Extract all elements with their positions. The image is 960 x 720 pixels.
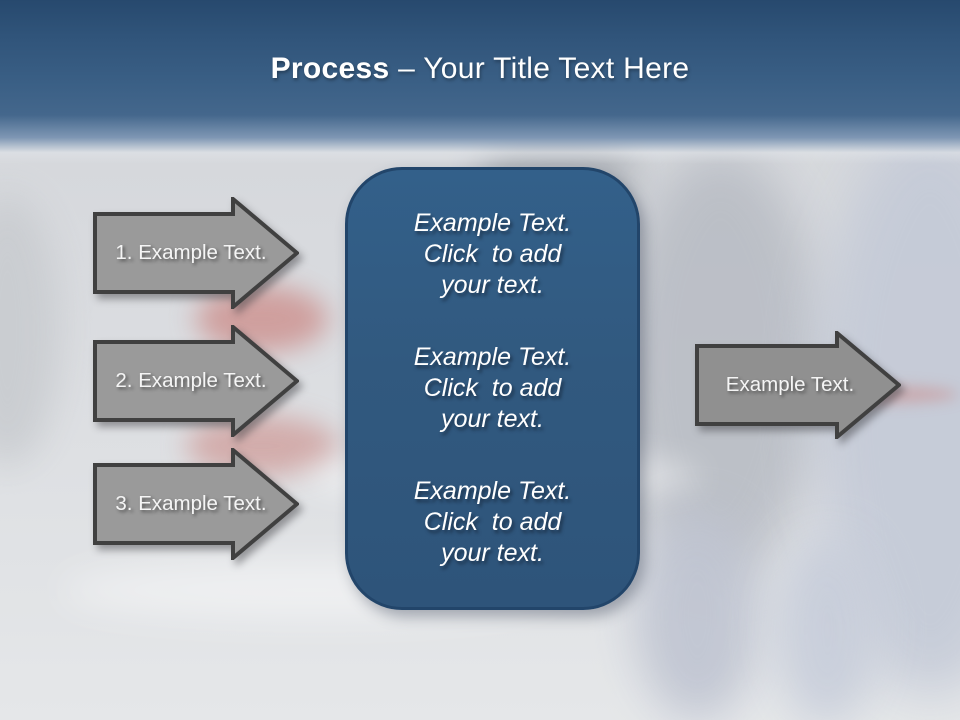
right-arrow-shape-icon xyxy=(93,325,299,437)
paragraph-line: Example Text. xyxy=(413,477,572,505)
process-arrow-1-label: 1. Example Text. xyxy=(115,241,267,264)
paragraph-line: your text. xyxy=(441,405,544,433)
slide-title-keyword: Process xyxy=(270,52,390,85)
paragraph-line: Example Text. xyxy=(413,343,572,371)
slide-title-rest: – Your Title Text Here xyxy=(398,52,690,85)
output-arrow-label: Example Text. xyxy=(725,373,855,396)
process-arrow-2-label: 2. Example Text. xyxy=(115,369,267,392)
output-arrow[interactable]: Example Text. xyxy=(695,331,901,439)
center-text-box[interactable]: Example Text. Click to add your text. Ex… xyxy=(345,167,640,610)
paragraph-line: Example Text. xyxy=(413,209,572,237)
bg-person-blur-leg-2 xyxy=(775,535,880,720)
process-arrow-2[interactable]: 2. Example Text. xyxy=(93,325,299,437)
process-arrow-1[interactable]: 1. Example Text. xyxy=(93,197,299,309)
process-arrow-3-label: 3. Example Text. xyxy=(115,492,267,515)
paragraph-line: Click to add xyxy=(423,508,562,536)
center-box-paragraph-1: Example Text. Click to add your text. xyxy=(348,208,637,301)
paragraph-line: your text. xyxy=(441,271,544,299)
slide-title[interactable]: Process – Your Title Text Here xyxy=(0,52,960,86)
paragraph-line: Click to add xyxy=(423,374,562,402)
bg-person-blur-leg-1 xyxy=(635,510,760,720)
paragraph-line: Click to add xyxy=(423,240,562,268)
bg-gray-edge-blur xyxy=(0,195,60,465)
right-arrow-shape-icon xyxy=(93,448,299,560)
center-box-paragraph-2: Example Text. Click to add your text. xyxy=(348,342,637,435)
header-band xyxy=(0,0,960,164)
paragraph-line: your text. xyxy=(441,539,544,567)
right-arrow-shape-icon xyxy=(93,197,299,309)
right-arrow-shape-icon xyxy=(695,331,901,439)
center-box-paragraph-3: Example Text. Click to add your text. xyxy=(348,476,637,569)
process-arrow-3[interactable]: 3. Example Text. xyxy=(93,448,299,560)
